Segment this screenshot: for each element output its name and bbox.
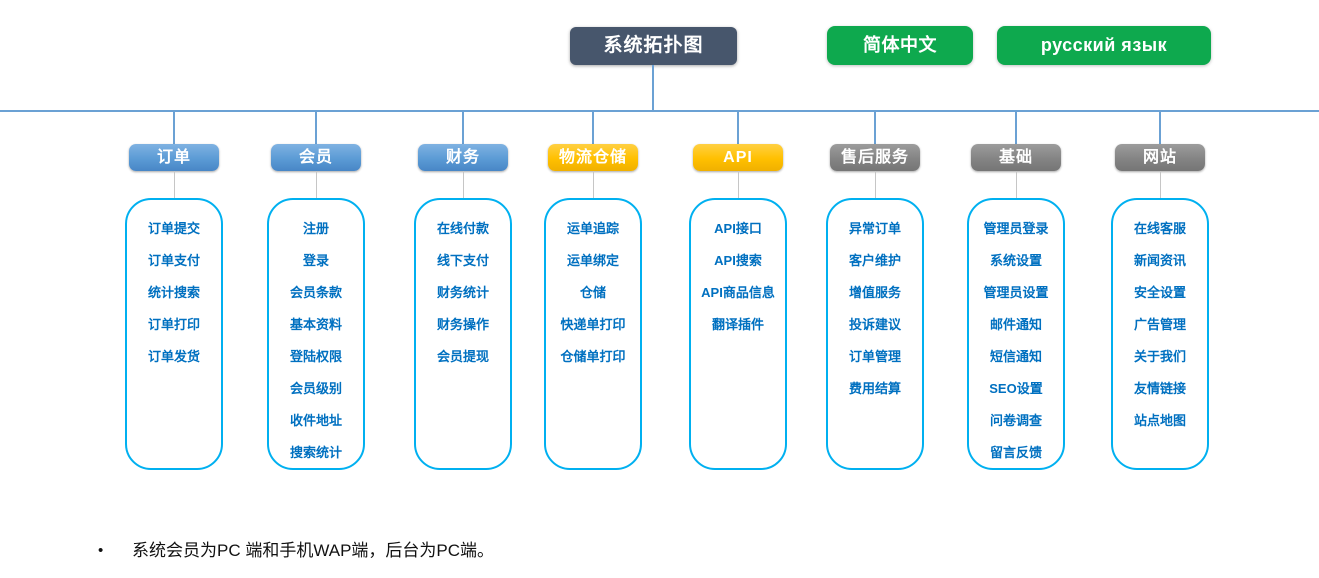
feature-item: 仓储单打印 [560, 349, 626, 364]
feature-item: 在线付款 [436, 221, 489, 236]
feature-item: 订单提交 [147, 221, 200, 236]
feature-item: 短信通知 [989, 349, 1042, 364]
feature-item: 订单管理 [848, 349, 901, 364]
branch-connector-line [462, 112, 464, 144]
category-items-box: 异常订单客户维护增值服务投诉建议订单管理费用结算 [826, 198, 924, 470]
feature-item: 翻译插件 [711, 317, 764, 332]
feature-item: 登陆权限 [289, 349, 342, 364]
header-box-connector-line [174, 171, 175, 198]
feature-item: API搜索 [714, 253, 762, 268]
feature-item: API接口 [714, 221, 762, 236]
category-items-box: 运单追踪运单绑定仓储快递单打印仓储单打印 [544, 198, 642, 470]
header-box-connector-line [738, 171, 739, 198]
feature-item: 安全设置 [1133, 285, 1186, 300]
feature-item: 会员级别 [289, 381, 342, 396]
trunk-connector-line [0, 110, 1319, 112]
category-header: 基础 [971, 144, 1061, 171]
feature-item: 订单打印 [147, 317, 200, 332]
feature-item: 登录 [302, 253, 329, 268]
feature-item: 关于我们 [1133, 349, 1186, 364]
feature-item: 管理员登录 [983, 221, 1049, 236]
feature-item: 仓储 [579, 285, 606, 300]
feature-item: 站点地图 [1133, 413, 1186, 428]
feature-item: 客户维护 [848, 253, 901, 268]
feature-item: 会员条款 [289, 285, 342, 300]
header-box-connector-line [316, 171, 317, 198]
category-header: 售后服务 [830, 144, 920, 171]
category-items-box: 在线客服新闻资讯安全设置广告管理关于我们友情链接站点地图 [1111, 198, 1209, 470]
header-box-connector-line [593, 171, 594, 198]
feature-item: 搜索统计 [289, 445, 342, 460]
feature-item: 问卷调查 [989, 413, 1042, 428]
feature-item: 友情链接 [1133, 381, 1186, 396]
category-header: 订单 [129, 144, 219, 171]
feature-item: 基本资料 [289, 317, 342, 332]
branch-connector-line [592, 112, 594, 144]
feature-item: 财务统计 [436, 285, 489, 300]
category-header: 物流仓储 [548, 144, 638, 171]
feature-item: 统计搜索 [147, 285, 200, 300]
feature-item: 费用结算 [848, 381, 901, 396]
title-connector-line [652, 65, 654, 110]
lang-button-russian[interactable]: русский язык [997, 26, 1211, 65]
page-title: 系统拓扑图 [570, 27, 737, 65]
footnote-text: 系统会员为PC 端和手机WAP端，后台为PC端。 [132, 541, 495, 560]
feature-item: 快递单打印 [560, 317, 626, 332]
feature-item: 财务操作 [436, 317, 489, 332]
branch-connector-line [315, 112, 317, 144]
category-items-box: 管理员登录系统设置管理员设置邮件通知短信通知 SEO设置问卷调查留言反馈 [967, 198, 1065, 470]
branch-connector-line [1015, 112, 1017, 144]
header-box-connector-line [1160, 171, 1161, 198]
feature-item: 邮件通知 [989, 317, 1042, 332]
branch-connector-line [173, 112, 175, 144]
category-header: 财务 [418, 144, 508, 171]
feature-item: 异常订单 [848, 221, 901, 236]
category-header: 会员 [271, 144, 361, 171]
category-items-box: 注册登录会员条款基本资料登陆权限会员级别收件地址搜索统计 [267, 198, 365, 470]
feature-item: 注册 [302, 221, 329, 236]
feature-item: API商品信息 [701, 285, 775, 300]
feature-item: SEO设置 [989, 381, 1043, 396]
category-header: API [693, 144, 783, 171]
header-box-connector-line [463, 171, 464, 198]
category-items-box: 在线付款线下支付财务统计财务操作会员提现 [414, 198, 512, 470]
bullet-icon: • [98, 542, 104, 559]
feature-item: 新闻资讯 [1133, 253, 1186, 268]
footnote: • 系统会员为PC 端和手机WAP端，后台为PC端。 [98, 536, 494, 561]
branch-connector-line [1159, 112, 1161, 144]
feature-item: 运单绑定 [566, 253, 619, 268]
feature-item: 会员提现 [436, 349, 489, 364]
branch-connector-line [737, 112, 739, 144]
feature-item: 系统设置 [989, 253, 1042, 268]
feature-item: 线下支付 [436, 253, 489, 268]
header-box-connector-line [875, 171, 876, 198]
feature-item: 增值服务 [848, 285, 901, 300]
header-box-connector-line [1016, 171, 1017, 198]
feature-item: 订单发货 [147, 349, 200, 364]
feature-item: 在线客服 [1133, 221, 1186, 236]
feature-item: 投诉建议 [848, 317, 901, 332]
category-header: 网站 [1115, 144, 1205, 171]
feature-item: 管理员设置 [983, 285, 1049, 300]
branch-connector-line [874, 112, 876, 144]
feature-item: 广告管理 [1133, 317, 1186, 332]
feature-item: 订单支付 [147, 253, 200, 268]
lang-button-simplified-chinese[interactable]: 简体中文 [827, 26, 973, 65]
feature-item: 收件地址 [289, 413, 342, 428]
category-items-box: 订单提交订单支付统计搜索订单打印订单发货 [125, 198, 223, 470]
feature-item: 运单追踪 [566, 221, 619, 236]
category-items-box: API接口 API搜索 API商品信息翻译插件 [689, 198, 787, 470]
feature-item: 留言反馈 [989, 445, 1042, 460]
